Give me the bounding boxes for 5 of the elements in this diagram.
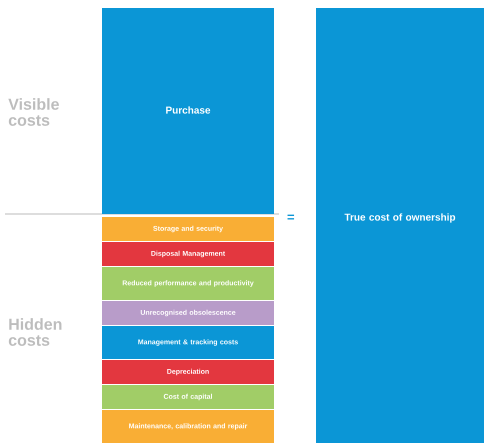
cost-box: Purchase <box>102 8 274 214</box>
cost-box: True cost of ownership <box>316 8 484 443</box>
equals-sign: = <box>288 214 294 220</box>
section-label: Hidden costs <box>8 318 62 346</box>
section-label: Visible costs <box>8 98 59 126</box>
